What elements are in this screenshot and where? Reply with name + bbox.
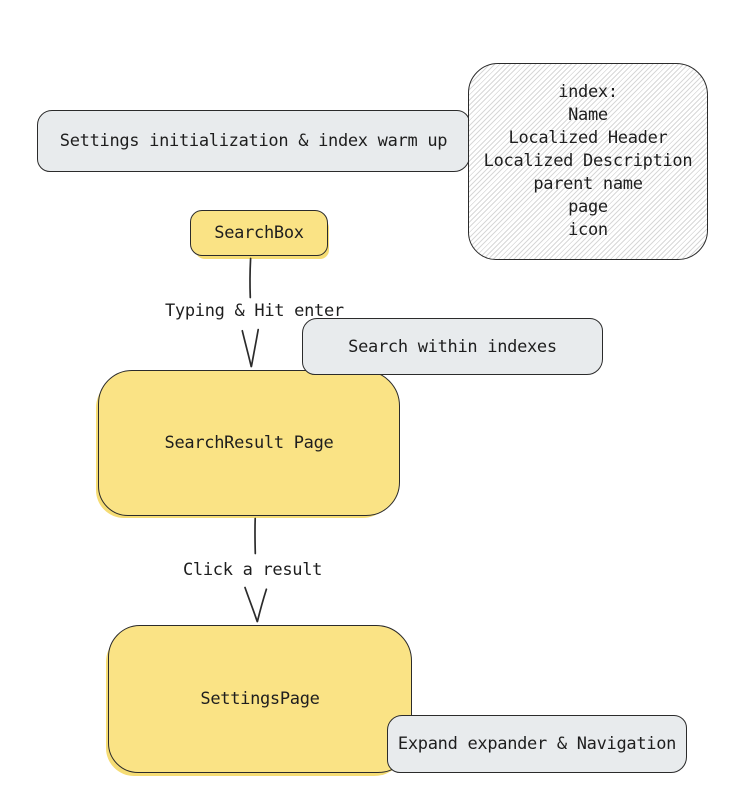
- node-expand-expander-navigation: Expand expander & Navigation: [387, 715, 687, 773]
- node-settings-initialization-label: Settings initialization & index warm up: [59, 131, 448, 151]
- arrow-typing-head: [241, 328, 260, 368]
- node-settings-initialization: Settings initialization & index warm up: [37, 110, 470, 172]
- index-note-line: Localized Description: [483, 151, 693, 171]
- arrow-click-head: [244, 586, 268, 623]
- index-note-line: icon: [568, 220, 608, 240]
- node-search-box-label: SearchBox: [214, 223, 304, 243]
- edge-label-click-a-result: Click a result: [183, 560, 323, 580]
- index-note-line: Name: [568, 105, 608, 125]
- index-note-line: parent name: [533, 174, 643, 194]
- arrow-typing-shaft: [249, 257, 252, 299]
- node-search-result-page: SearchResult Page: [98, 370, 400, 516]
- index-note-line: Localized Header: [508, 128, 668, 148]
- index-note-line: index:: [558, 82, 618, 102]
- edge-label-typing-hit-enter: Typing & Hit enter: [165, 301, 344, 321]
- node-search-box: SearchBox: [190, 210, 328, 256]
- node-settings-page-label: SettingsPage: [200, 689, 320, 709]
- node-settings-page: SettingsPage: [108, 625, 412, 773]
- index-note-line: page: [568, 197, 608, 217]
- node-search-within-indexes: Search within indexes: [302, 318, 603, 375]
- node-search-result-page-label: SearchResult Page: [164, 433, 334, 453]
- node-expand-expander-navigation-label: Expand expander & Navigation: [397, 734, 677, 754]
- node-search-within-indexes-label: Search within indexes: [348, 336, 557, 357]
- node-index-fields-note: index: Name Localized Header Localized D…: [468, 63, 708, 260]
